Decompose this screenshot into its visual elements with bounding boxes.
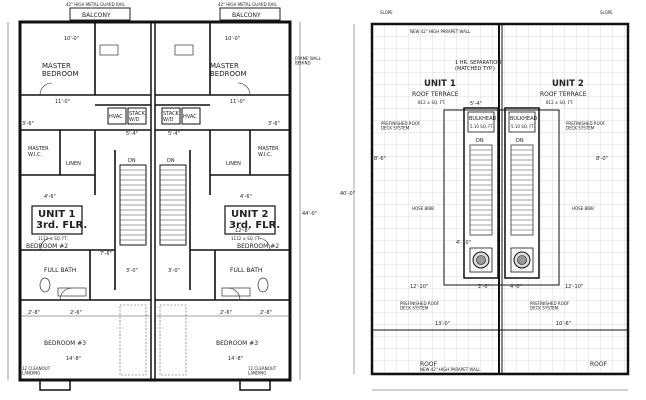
roof-unit2-subtitle: ROOF TERRACE (540, 91, 587, 98)
bulkhead-right: BULKHEAD 5.10 SQ. FT. DN (504, 107, 540, 279)
bedroom2-label-right: BEDROOM #2 (237, 243, 279, 250)
parapet-note-top: NEW 42" HIGH PARAPET WALL (410, 29, 471, 34)
roof-dim-12-10-right: 12'-10" (565, 284, 583, 290)
dim-5-4-right: 5'-4" (168, 131, 180, 137)
stair-dn-left: DN (128, 158, 136, 164)
roof-dim-12-10-left: 12'-10" (410, 284, 428, 290)
hvac-label-left: HVAC (109, 114, 123, 120)
dim-14-8-left: 14'-8" (66, 356, 81, 362)
stair-dn-right: DN (167, 158, 175, 164)
dim-12-8: 12'-8" (235, 228, 250, 234)
full-bath-label-left: FULL BATH (44, 267, 76, 274)
bedroom2-label-left: BEDROOM #2 (26, 243, 68, 250)
hose-bibb-left: HOSE BIBB (412, 206, 434, 211)
unit1-title: UNIT 1 (38, 209, 76, 220)
linen-right: LINEN (226, 161, 241, 167)
dim-3-0-left: 3'-0" (126, 268, 138, 274)
slope-note-left: SLOPE (380, 10, 393, 15)
dim-4-6-right: 4'-6" (240, 194, 252, 200)
dim-4-6-left: 4'-6" (44, 194, 56, 200)
roof-dim-8-0: 8'-0" (596, 156, 608, 162)
unit2-subtitle: 3rd. FLR. (229, 220, 280, 231)
roof-unit2-area: 812 ± SQ. FT. (546, 100, 573, 105)
roof-dim-2-0: 2'-0" (478, 284, 490, 290)
roof-unit1-title: UNIT 1 (424, 79, 456, 89)
stair-left: DN (119, 158, 147, 246)
roof-dim-4-10: 4'-10" (456, 240, 471, 246)
linen-left: LINEN (66, 161, 81, 167)
balcony-left: 42" HIGH METAL GUARD RAIL BALCONY (66, 2, 131, 21)
dim-2-6-left: 2'-6" (70, 310, 82, 316)
hvac-label-right: HVAC (183, 114, 197, 120)
dim-5-4-left: 5'-4" (126, 131, 138, 137)
roof-dim-4-0: 4'-0" (510, 284, 522, 290)
bedroom3-label-right: BEDROOM #3 (216, 340, 258, 347)
bulkhead-left: BULKHEAD 5.10 SQ. FT. DN (463, 107, 499, 279)
guard-rail-note-left: 42" HIGH METAL GUARD RAIL (66, 2, 126, 7)
stair-right: DN (159, 158, 187, 246)
balcony-label-right: BALCONY (232, 12, 261, 19)
dim-44-0: 44'-0" (302, 211, 317, 217)
roof-dim-10-6: 10'-6" (556, 321, 571, 327)
unit1-subtitle: 3rd. FLR. (36, 220, 87, 231)
roof-dim-5-4: 5'-4" (470, 101, 482, 107)
bulkhead-label-left: BULKHEAD (469, 116, 496, 122)
unit2-floor-tag: UNIT 2 3rd. FLR. (224, 205, 280, 235)
dim-3-6-left: 3'-6" (22, 121, 34, 127)
bulkhead-area-left: 5.10 SQ. FT. (470, 124, 494, 129)
unit1-floor-tag: UNIT 1 3rd. FLR. (31, 205, 87, 235)
dim-3-6-right: 3'-6" (268, 121, 280, 127)
dim-11-0-right: 11'-0" (230, 99, 245, 105)
roof-dn-right: DN (516, 138, 524, 144)
roof-dim-40-0: 40'-0" (340, 191, 355, 197)
parapet-note-bottom: NEW 42" HIGH PARAPET WALL (420, 367, 481, 372)
unit2-title: UNIT 2 (231, 209, 269, 220)
roof-dim-13-0: 13'-0" (435, 321, 450, 327)
dim-11-0-left: 11'-0" (55, 99, 70, 105)
unit1-area: 1112 ± SQ. FT. (38, 236, 68, 241)
third-floor-plan: 42" HIGH METAL GUARD RAIL BALCONY 42" HI… (7, 2, 322, 391)
dim-10-0-right: 10'-0" (225, 36, 240, 42)
separation-note: 1 HR. SEPARATION(MATCHED TYP.) (455, 60, 501, 72)
roof-label-right: ROOF (590, 361, 608, 368)
roof-unit1-subtitle: ROOF TERRACE (412, 91, 459, 98)
slope-note-right: SLOPE (600, 10, 613, 15)
roof-label-left: ROOF (420, 361, 438, 368)
dim-7-6: 7'-6" (100, 251, 112, 257)
dim-2-8-left: 2'-8" (28, 310, 40, 316)
roof-dn-left: DN (476, 138, 484, 144)
roof-unit2-title: UNIT 2 (552, 79, 584, 89)
roof-plan: SLOPE SLOPE NEW 42" HIGH PARAPET WALL NE… (340, 10, 630, 391)
bedroom3-label-left: BEDROOM #3 (44, 340, 86, 347)
roof-unit1-area: 812 ± SQ. FT. (418, 100, 445, 105)
balcony-label-left: BALCONY (82, 12, 111, 19)
unit2-area: 1112 ± SQ. FT. (231, 236, 261, 241)
roof-dim-8-6: 8'-6" (374, 156, 386, 162)
dim-2-8-right: 2'-8" (260, 310, 272, 316)
balcony-right: 42" HIGH METAL GUARD RAIL BALCONY (218, 2, 281, 21)
dim-10-0-left: 10'-0" (64, 36, 79, 42)
dim-14-8-right: 14'-8" (228, 356, 243, 362)
dim-2-6-right: 2'-6" (220, 310, 232, 316)
hose-bibb-right: HOSE BIBB (572, 206, 594, 211)
dim-3-0-right: 3'-0" (168, 268, 180, 274)
guard-rail-note-right: 42" HIGH METAL GUARD RAIL (218, 2, 278, 7)
bulkhead-area-right: 5.10 SQ. FT. (511, 124, 535, 129)
bulkhead-label-right: BULKHEAD (510, 116, 537, 122)
full-bath-label-right: FULL BATH (230, 267, 262, 274)
